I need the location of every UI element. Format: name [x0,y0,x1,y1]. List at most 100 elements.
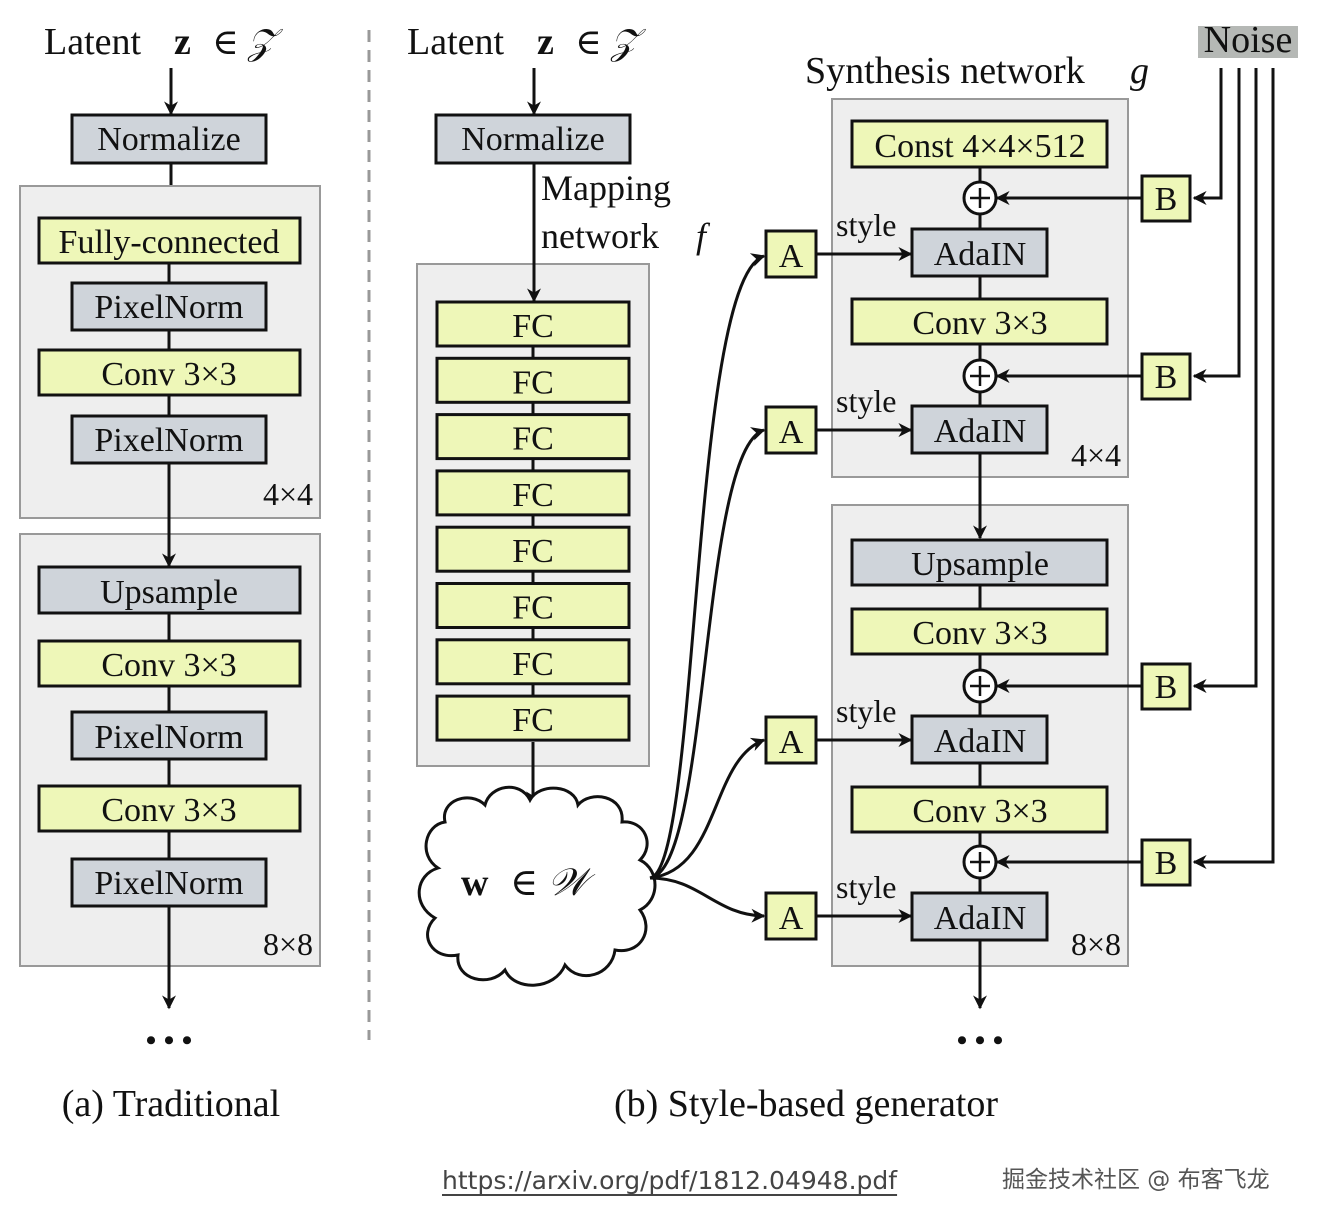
latent-variable: z [537,21,554,63]
style-label: style [836,693,896,729]
block-label: Conv 3×3 [101,356,236,393]
fc-block [435,413,631,461]
mapping-symbol: f [696,216,711,256]
latent-set: ∈ 𝒵 [212,22,284,62]
block-label: FC [512,477,554,514]
latent-label: Latent [44,21,142,63]
style-label: style [836,869,896,905]
noise-b-box [1140,174,1192,223]
noise-lines [1192,68,1275,869]
block-label: FC [512,702,554,739]
adain-block [910,227,1049,278]
pixelnorm-block [70,710,268,761]
caption-traditional: (a) Traditional [62,1083,280,1125]
block-label: PixelNorm [94,719,243,756]
latent-variable: z [174,21,191,63]
affine-label: A [779,238,804,275]
conv-block [37,784,302,833]
mapping-label-line2: network [541,216,659,256]
normalize-block [70,113,268,165]
noise-line [1192,68,1258,693]
w-variable: w [461,862,489,904]
style-curve [649,253,766,880]
upsample-block [850,538,1109,587]
block-label: Conv 3×3 [912,305,1047,342]
affine-label: A [779,900,804,937]
ellipsis: • • • [957,1024,1004,1057]
pixelnorm-block [70,857,268,908]
fc-block [435,638,631,686]
noise-label: Noise [1204,19,1293,61]
noise-scale-label: B [1155,845,1178,882]
conv-block [850,785,1109,834]
block-label: AdaIN [934,236,1027,273]
upsample-block [37,565,302,615]
watermark: 掘金技术社区 @ 布客飞龙 [1002,1167,1270,1193]
block-label: FC [512,364,554,401]
noise-scale-label: B [1155,359,1178,396]
latent-set: ∈ 𝒵 [575,22,647,62]
block-label: FC [512,646,554,683]
affine-label: A [779,724,804,761]
resolution-label: 8×8 [263,926,313,962]
block-label: Conv 3×3 [912,615,1047,652]
latent-label: Latent [407,21,505,63]
block-label: Fully-connected [59,224,280,261]
synthesis-label: Synthesis network [805,50,1085,92]
conv-block [850,297,1109,346]
fc-block [435,525,631,573]
const-block [850,119,1109,169]
affine-label: A [779,414,804,451]
affine-a-box [764,229,818,279]
style-based-panel: Latent z ∈ 𝒵 Normalize Mapping network f… [407,19,1298,1125]
style-label: style [836,383,896,419]
synthesis-symbol: g [1130,50,1149,92]
fc-block [435,582,631,629]
noise-scale-label: B [1155,181,1178,218]
block-label: FC [512,308,554,345]
style-curve [649,876,766,923]
w-set: ∈ 𝒲 [510,862,596,904]
block-label: Const 4×4×512 [874,128,1085,165]
noise-scale-label: B [1155,669,1178,706]
block-label: Upsample [100,574,238,611]
fc-block [435,469,631,517]
ellipsis: • • • [146,1024,193,1057]
block-label: AdaIN [934,723,1027,760]
resolution-label: 4×4 [263,476,313,512]
style-label: style [836,207,896,243]
resolution-label: 8×8 [1071,926,1121,962]
block-label: Conv 3×3 [101,792,236,829]
block-label: AdaIN [934,900,1027,937]
resolution-label: 4×4 [1071,437,1121,473]
block-label: Upsample [911,546,1049,583]
normalize-label: Normalize [97,121,241,158]
fully-connected-block [37,216,302,265]
noise-label-bg [1198,26,1298,58]
conv-block [37,348,302,397]
w-latent-cloud [417,785,657,987]
conv-block [850,607,1109,656]
noise-line [1192,68,1275,869]
block-label: Conv 3×3 [912,793,1047,830]
caption-style-based: (b) Style-based generator [614,1083,998,1125]
noise-b-box [1140,352,1192,401]
fc-block [435,356,631,404]
block-label: AdaIN [934,413,1027,450]
block-label: PixelNorm [94,289,243,326]
block-label: FC [512,533,554,570]
pixelnorm-block [70,281,268,332]
adain-block [910,404,1049,455]
noise-line [1192,68,1223,205]
block-label: FC [512,590,554,627]
traditional-panel: Latent z ∈ 𝒵 Normalize Fully-connected P… [19,21,321,1125]
style-curve [649,427,766,880]
block-label: FC [512,421,554,458]
fc-block [435,300,631,348]
fc-stack: FC FC FC FC FC FC FC FC [435,300,631,742]
block-label: Conv 3×3 [101,647,236,684]
source-link[interactable]: https://arxiv.org/pdf/1812.04948.pdf [442,1166,898,1195]
noise-line [1192,68,1241,383]
